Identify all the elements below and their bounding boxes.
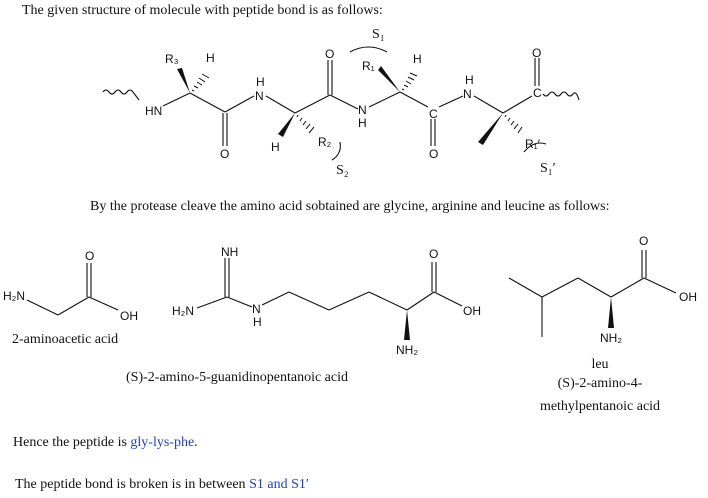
atom-h2n: H₂N [3, 289, 25, 303]
atom-n: N [252, 302, 261, 316]
leucine-name-line1: (S)-2-amino-4- [557, 376, 643, 391]
wedge-bond [177, 68, 190, 93]
atom-o: O [639, 234, 648, 248]
s1p-arc [523, 142, 547, 153]
glycine-structure: H₂N O OH [3, 249, 138, 323]
atom-n: N [255, 89, 264, 103]
atom-r1: R₁ [362, 59, 375, 73]
atom-c: C [429, 107, 438, 121]
atom-h: H [358, 116, 367, 130]
cleavage-site: S1 and S1′ [249, 477, 309, 492]
conclusion-cleavage-site: The peptide bond is broken is in between… [15, 477, 309, 493]
leucine-name-line2: methylpentanoic acid [539, 399, 661, 414]
atom-n: N [358, 103, 367, 117]
atom-r3: R₃ [165, 52, 179, 66]
intro-text: The given structure of molecule with pep… [22, 3, 383, 18]
conclusion-suffix: . [194, 435, 198, 450]
atom-o: O [429, 147, 438, 161]
s1-arc [349, 46, 388, 53]
conclusion-peptide: Hence the peptide is gly-lys-phe. [13, 435, 198, 451]
atom-hn: HN [145, 104, 162, 118]
subsite-s1-prime: S₁′ [540, 161, 556, 176]
wavy-bond-right [542, 91, 580, 101]
atom-nh2: NH₂ [600, 331, 622, 345]
wavy-bond-left [102, 89, 140, 101]
conclusion-prefix: The peptide bond is broken is in between [15, 477, 250, 492]
peptide-sequence: gly-lys-phe [130, 435, 195, 450]
atom-o: O [85, 249, 94, 263]
arginine-name: (S)-2-amino-5-guanidinopentanoic acid [126, 370, 348, 385]
cleavage-text: By the protease cleave the amino acid so… [90, 199, 610, 214]
leucine-structure: O OH NH₂ [508, 234, 697, 345]
atom-oh: OH [120, 309, 138, 323]
peptide-structure: HN R₃ H O H N H R₂ O N H R₁ H C O H N C … [102, 27, 580, 178]
atom-r1-prime: R₁′ [525, 137, 541, 151]
atom-o: O [220, 147, 229, 161]
atom-h: H [271, 140, 280, 154]
atom-oh: OH [463, 304, 481, 318]
atom-oh: OH [679, 290, 697, 304]
subsite-s1: S₁ [372, 27, 385, 42]
atom-h: H [256, 75, 265, 89]
atom-n: N [463, 87, 472, 101]
atom-h2n: H₂N [172, 304, 194, 318]
atom-h: H [465, 73, 474, 87]
atom-nh2: NH₂ [396, 343, 418, 357]
atom-o: O [325, 47, 334, 61]
glycine-name: 2-aminoacetic acid [12, 332, 119, 347]
atom-h: H [253, 315, 262, 329]
atom-c: C [533, 86, 542, 100]
atom-h: H [413, 52, 422, 66]
leucine-short-name: leu [591, 357, 609, 372]
conclusion-prefix: Hence the peptide is [13, 435, 131, 450]
atom-o: O [429, 247, 438, 261]
atom-h: H [206, 51, 215, 65]
arginine-structure: NH H₂N N H O OH NH₂ [172, 245, 481, 357]
s2-arc [331, 141, 341, 161]
subsite-s2: S₂ [336, 163, 349, 178]
atom-nh: NH [221, 245, 238, 259]
atom-r2: R₂ [318, 135, 332, 149]
atom-o: O [532, 46, 541, 60]
